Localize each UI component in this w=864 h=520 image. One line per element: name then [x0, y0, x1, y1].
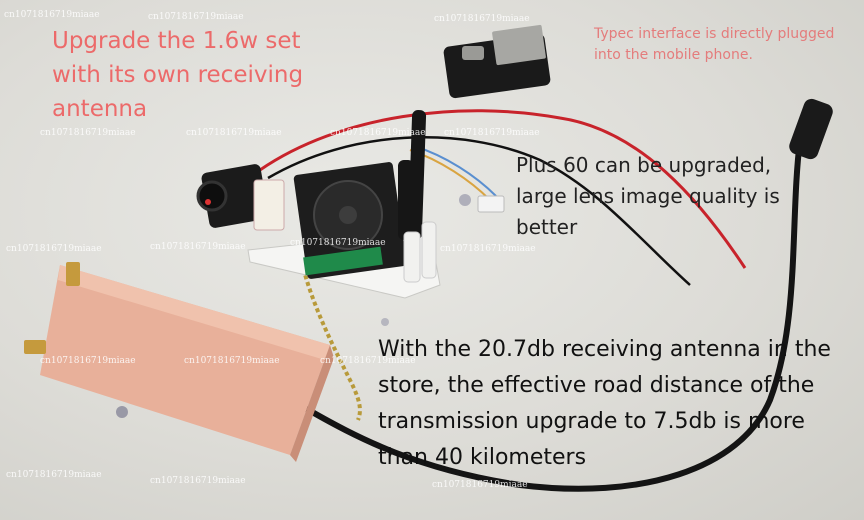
watermark: cn1071816719miaae [4, 10, 100, 20]
watermark: cn1071816719miaae [434, 14, 530, 24]
watermark: cn1071816719miaae [290, 238, 386, 248]
caption-lens: Plus 60 can be upgraded, large lens imag… [516, 153, 780, 239]
watermark: cn1071816719miaae [320, 356, 416, 366]
antenna-base [403, 231, 421, 283]
watermark: cn1071816719miaae [432, 480, 528, 490]
watermark: cn1071816719miaae [150, 476, 246, 486]
background-dot [381, 318, 389, 326]
sma-connector [66, 262, 80, 286]
watermark: cn1071816719miaae [40, 356, 136, 366]
watermark: cn1071816719miaae [6, 244, 102, 254]
black-wire [267, 136, 691, 286]
receiver-case-top [58, 265, 330, 360]
caption-distance: With the 20.7db receiving antenna in the… [378, 337, 831, 470]
watermark: cn1071816719miaae [148, 12, 244, 22]
fan-hub [339, 206, 357, 224]
jst-connector [477, 195, 505, 213]
receiver-case [40, 265, 330, 455]
typec-plug [789, 98, 833, 160]
watermark: cn1071816719miaae [150, 242, 246, 252]
watermark: cn1071816719miaae [186, 128, 282, 138]
watermark: cn1071816719miaae [184, 356, 280, 366]
caption-upgrade-set: Upgrade the 1.6w set with its own receiv… [52, 28, 304, 122]
receiver-case-side [290, 345, 334, 462]
camera-led [205, 199, 211, 205]
watermark: cn1071816719miaae [444, 128, 540, 138]
antenna-base [421, 221, 437, 279]
background-dot [459, 194, 471, 206]
background-dot [116, 406, 128, 418]
pcb-board [303, 246, 383, 276]
red-wire [259, 109, 747, 269]
watermark: cn1071816719miaae [6, 470, 102, 480]
camera-body [201, 164, 269, 228]
camera-board [253, 179, 285, 231]
watermark: cn1071816719miaae [440, 244, 536, 254]
sma-connector [24, 340, 46, 354]
antenna-short [398, 160, 414, 240]
typec-port [462, 46, 484, 60]
camera-lens [196, 180, 228, 212]
usb-adapter-port [492, 24, 546, 66]
watermark: cn1071816719miaae [40, 128, 136, 138]
caption-typec: Typec interface is directly plugged into… [594, 26, 835, 63]
twisted-wire [298, 254, 362, 421]
watermark: cn1071816719miaae [330, 128, 426, 138]
